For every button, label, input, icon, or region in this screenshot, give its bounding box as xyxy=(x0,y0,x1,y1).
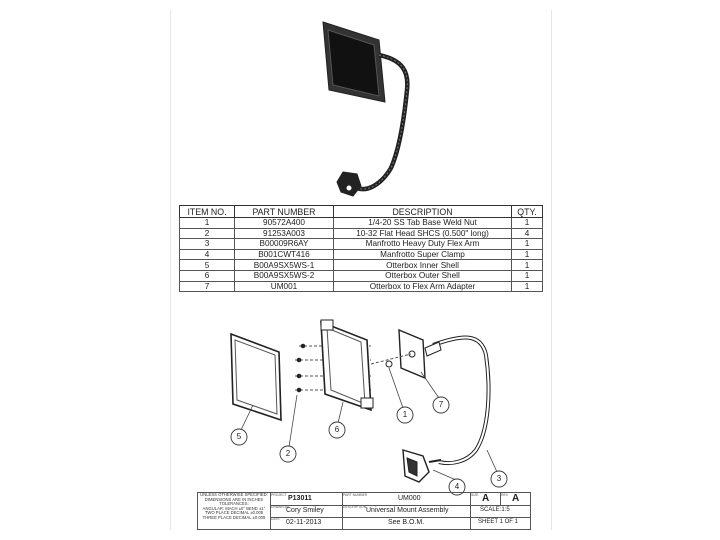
inner-shell-part xyxy=(230,332,282,422)
drawing-sheet: 5 2 6 1 7 4 3 ITEM NO. PART NUMBER DESCR… xyxy=(170,10,552,530)
scale-cell: SCALE:1:5 xyxy=(470,505,530,518)
exploded-view xyxy=(230,319,491,483)
balloon-5: 5 xyxy=(236,432,242,441)
description-cell: DESCRIPTION Universal Mount Assembly xyxy=(342,505,471,518)
assembled-tablet-screen xyxy=(327,29,380,97)
assembled-super-clamp xyxy=(336,171,362,197)
title-block-notes: UNLESS OTHERWISE SPECIFIED: DIMENSIONS A… xyxy=(198,492,271,529)
balloon-1: 1 xyxy=(402,410,408,419)
bom-header-row: ITEM NO. PART NUMBER DESCRIPTION QTY. xyxy=(179,205,543,218)
leader-lines xyxy=(240,367,498,481)
outer-shell-part xyxy=(320,320,372,412)
bom-header-item-no: ITEM NO. xyxy=(179,205,235,218)
date-cell: DATE 02-11-2013 xyxy=(270,517,343,529)
title-block: UNLESS OTHERWISE SPECIFIED: DIMENSIONS A… xyxy=(197,492,531,530)
drawing-canvas xyxy=(230,21,508,496)
drawn-by-cell: DRAWN BY Cory Smiley xyxy=(270,505,343,518)
balloon-6: 6 xyxy=(334,425,340,434)
bom-header-description: DESCRIPTION xyxy=(333,205,512,218)
material-cell: See B.O.M. xyxy=(342,517,471,529)
rev-cell: REV A xyxy=(500,493,530,506)
size-cell: SIZE A xyxy=(470,493,501,506)
adapter-plate-part xyxy=(398,328,426,380)
weld-nut-part xyxy=(385,360,393,368)
balloon-7: 7 xyxy=(438,400,444,409)
part-number-cell: PART NUMBER UM000 xyxy=(342,493,471,506)
balloon-2: 2 xyxy=(285,449,291,458)
project-cell: PROJECT P13011 xyxy=(270,493,343,506)
callout-balloons xyxy=(230,396,508,496)
sheet-cell: SHEET 1 OF 1 xyxy=(478,519,518,525)
assembled-view xyxy=(322,21,410,197)
bom-header-qty: QTY. xyxy=(511,205,543,218)
balloon-3: 3 xyxy=(496,474,502,483)
balloon-4: 4 xyxy=(454,482,460,491)
bom-header-part-number: PART NUMBER xyxy=(234,205,334,218)
